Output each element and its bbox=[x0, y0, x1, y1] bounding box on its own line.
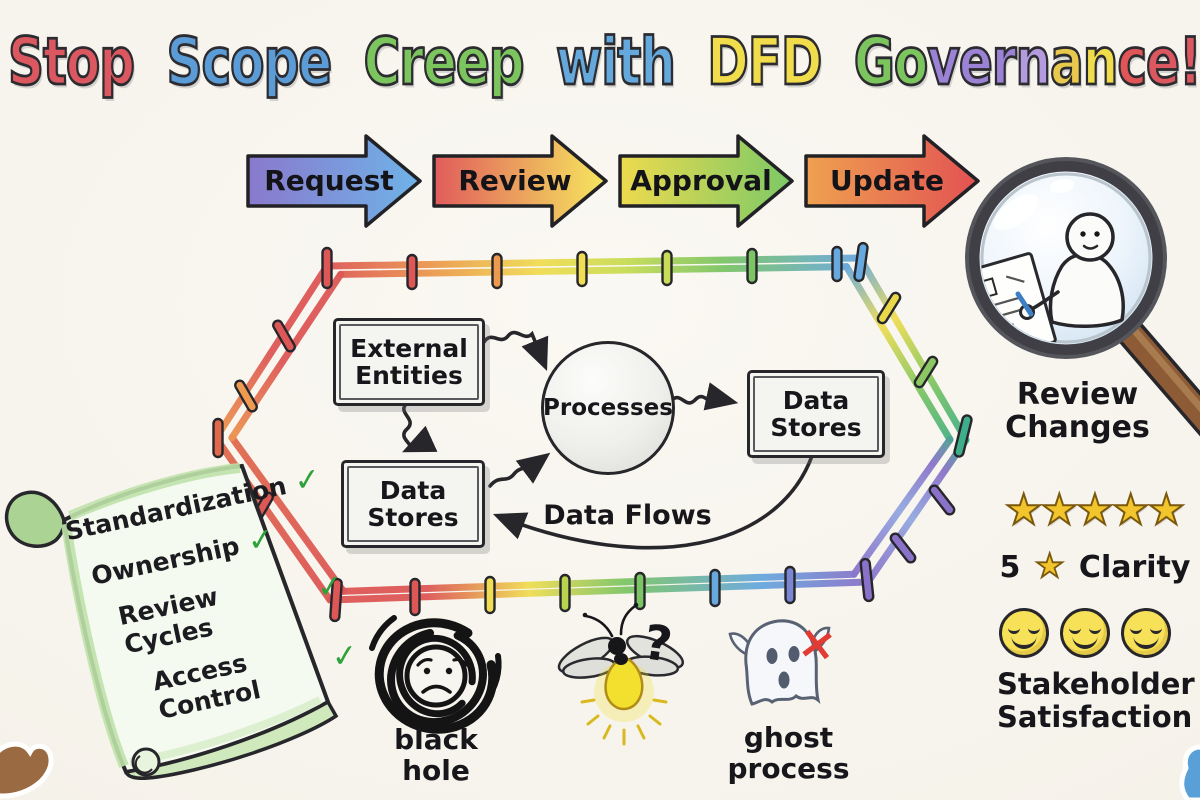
star-icon: ★ bbox=[1111, 485, 1151, 535]
title-word: Governance! bbox=[853, 23, 1200, 101]
fence-post-icon bbox=[212, 417, 224, 459]
flow-datastore-to-process-icon bbox=[488, 452, 551, 488]
workflow-arrow-icon bbox=[618, 134, 794, 228]
governance-scroll-icon bbox=[4, 463, 339, 780]
fence-post-icon bbox=[321, 246, 333, 290]
fence-rail-icon bbox=[212, 262, 331, 442]
dfd-node-external-entities: External Entities bbox=[333, 318, 485, 406]
star-icon: ★ bbox=[1040, 485, 1080, 535]
black-hole-label: black hole bbox=[394, 723, 478, 787]
dfd-node-data-stores-left: Data Stores bbox=[341, 460, 485, 548]
checkmark-icon: ✓ bbox=[245, 521, 276, 560]
fence-post-icon bbox=[709, 568, 721, 608]
checkmark-icon: ✓ bbox=[292, 460, 323, 500]
pen-icon bbox=[1015, 291, 1034, 317]
magnifier-review-icon bbox=[965, 157, 1200, 437]
corner-sticker-right-icon bbox=[1179, 744, 1200, 800]
checkmark-icon: ✓ bbox=[329, 637, 360, 676]
fence-post-icon bbox=[953, 414, 973, 458]
fence-post-icon bbox=[746, 247, 758, 285]
title-word: with bbox=[555, 23, 677, 101]
fence-rail-icon bbox=[337, 263, 851, 278]
fence-post-icon bbox=[234, 379, 258, 413]
smiley-face-icon bbox=[1060, 608, 1110, 658]
fence-post-icon bbox=[859, 557, 875, 603]
fence-post-icon bbox=[913, 355, 939, 389]
clarity-score: 5 bbox=[999, 550, 1021, 585]
dfd-node-processes: Processes bbox=[541, 341, 675, 475]
fence-rail-icon bbox=[339, 570, 858, 595]
clarity-star-rating: ★★★★★ bbox=[993, 485, 1197, 535]
star-icon: ★ bbox=[1004, 485, 1044, 535]
firefly-icon bbox=[557, 602, 685, 746]
fence-post-icon bbox=[831, 245, 843, 283]
workflow-step-label: Review bbox=[458, 164, 572, 197]
ghost-icon bbox=[728, 619, 831, 706]
data-flows-label: Data Flows bbox=[543, 500, 712, 531]
smiley-face-icon bbox=[999, 608, 1049, 658]
fence-post-icon bbox=[661, 249, 673, 287]
red-x-icon: × bbox=[794, 613, 841, 673]
workflow-arrow-icon bbox=[804, 134, 980, 228]
data-flows-return-arc-icon bbox=[492, 454, 814, 550]
stakeholder-satisfaction-label: Stakeholder Satisfaction bbox=[997, 667, 1195, 734]
rainbow-fence-icon bbox=[212, 241, 973, 623]
fence-post-icon bbox=[928, 484, 956, 516]
fence-rail-icon bbox=[228, 434, 347, 595]
workflow-arrow-icon bbox=[246, 134, 422, 228]
workflow-arrow-icon bbox=[432, 134, 608, 228]
dfd-connector-arrows bbox=[402, 330, 814, 550]
workflow-step-label: Update bbox=[829, 164, 945, 197]
fence-post-icon bbox=[491, 252, 503, 290]
fence-post-icon bbox=[576, 250, 588, 288]
ghost-process-label: ghost process bbox=[727, 721, 850, 785]
satisfaction-smileys bbox=[999, 608, 1171, 658]
star-icon: ★ bbox=[1075, 485, 1115, 535]
workflow-step-label: Approval bbox=[630, 164, 772, 197]
flow-ee-to-process-icon bbox=[482, 330, 549, 372]
fence-post-icon bbox=[409, 577, 421, 617]
clarity-caption: 5 ★ Clarity bbox=[973, 545, 1200, 586]
fence-post-icon bbox=[329, 577, 343, 623]
fence-post-icon bbox=[559, 573, 571, 613]
reviewer-person-icon bbox=[1015, 212, 1125, 329]
fence-rail-icon bbox=[843, 263, 954, 444]
title-word: DFD bbox=[706, 23, 823, 101]
star-icon: ★ bbox=[1034, 545, 1065, 586]
fence-rail-icon bbox=[228, 270, 345, 442]
dfd-node-data-stores-right: Data Stores bbox=[747, 370, 885, 458]
black-hole-icon bbox=[369, 615, 502, 734]
title-word: Creep bbox=[363, 23, 526, 101]
fence-post-icon bbox=[272, 319, 296, 353]
workflow-step-label: Request bbox=[264, 164, 394, 197]
fence-post-icon bbox=[634, 571, 646, 611]
fence-rail-icon bbox=[856, 254, 970, 444]
clarity-label: Clarity bbox=[1078, 550, 1191, 585]
fence-post-icon bbox=[484, 575, 496, 615]
flow-ee-to-datastore-icon bbox=[402, 401, 438, 453]
flow-process-to-datastore-icon bbox=[669, 382, 739, 411]
fence-post-icon bbox=[889, 532, 917, 564]
fence-post-icon bbox=[784, 565, 796, 605]
star-icon: ★ bbox=[1146, 485, 1186, 535]
checkmark-icon: ✓ bbox=[315, 567, 345, 607]
smiley-face-icon bbox=[1121, 608, 1171, 658]
fence-post-icon bbox=[876, 291, 902, 325]
corner-sticker-left-icon bbox=[0, 741, 54, 799]
fence-rail-icon bbox=[864, 436, 970, 586]
workflow-arrows-icon bbox=[246, 134, 980, 228]
fence-post-icon bbox=[406, 253, 418, 291]
review-changes-label: Review Changes bbox=[1005, 377, 1150, 445]
title-word: Stop bbox=[7, 23, 136, 101]
poster-title: Stop Scope Creep with DFD Governance! bbox=[0, 23, 1200, 101]
fence-rail-icon bbox=[850, 436, 954, 578]
title-word: Scope bbox=[165, 23, 333, 101]
fence-post-icon bbox=[853, 241, 869, 283]
